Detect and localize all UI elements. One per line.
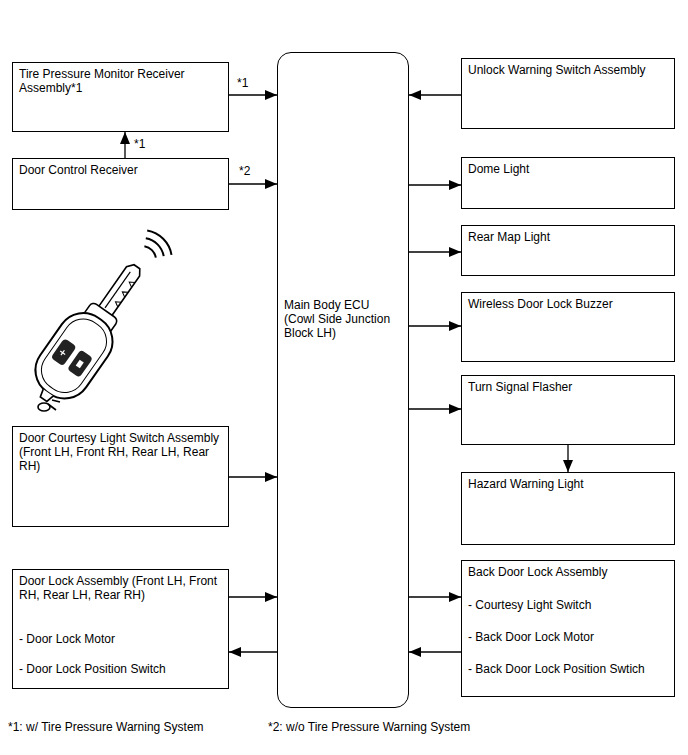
signal-arrow: [409, 651, 461, 652]
node-title: Dome Light: [468, 162, 668, 176]
node-item: - Door Lock Motor: [19, 632, 222, 646]
footnote: *2: w/o Tire Pressure Warning System: [268, 720, 470, 734]
node-title: Main Body ECU (Cowl Side Junction Block …: [284, 298, 402, 340]
ecu-box: Main Body ECU (Cowl Side Junction Block …: [277, 52, 409, 708]
node-item: - Door Lock Position Switch: [19, 662, 222, 676]
component-box: Door Control Receiver: [12, 158, 229, 210]
component-box: Rear Map Light: [461, 225, 675, 276]
signal-arrow: [409, 94, 461, 95]
signal-arrow: [567, 445, 568, 472]
node-title: Door Courtesy Light Switch Assembly (Fro…: [19, 431, 222, 473]
condition-mark: *1: [133, 138, 146, 151]
component-box: Wireless Door Lock Buzzer: [461, 292, 675, 362]
node-title: Back Door Lock Assembly: [468, 565, 668, 579]
component-box: Tire Pressure Monitor Receiver Assembly*…: [12, 62, 229, 132]
component-box: Unlock Warning Switch Assembly: [461, 58, 675, 129]
footnote: *1: w/ Tire Pressure Warning System: [8, 720, 204, 734]
node-title: Unlock Warning Switch Assembly: [468, 63, 668, 77]
key-ring: [38, 400, 60, 411]
signal-arrow: [409, 596, 461, 597]
signal-arrow: [229, 183, 277, 184]
signal-arrow: [409, 408, 461, 409]
node-item: - Back Door Lock Motor: [468, 630, 668, 644]
node-title: Wireless Door Lock Buzzer: [468, 297, 668, 311]
signal-arrow: [229, 94, 277, 95]
node-title: Hazard Warning Light: [468, 477, 668, 491]
component-box: Hazard Warning Light: [461, 472, 675, 545]
component-box: Door Lock Assembly (Front LH, Front RH, …: [12, 569, 229, 689]
component-box: Dome Light: [461, 157, 675, 209]
component-box: Back Door Lock Assembly - Courtesy Light …: [461, 560, 675, 697]
remote-key: [21, 250, 160, 415]
condition-mark: *1: [236, 77, 249, 90]
signal-arrow: [229, 651, 277, 652]
signal-arrow: [229, 476, 277, 477]
signal-arrow: [124, 132, 125, 158]
signal-arrow: [409, 251, 461, 252]
signal-arrow: [409, 184, 461, 185]
signal-arrow: [229, 596, 277, 597]
node-item: - Courtesy Light Switch: [468, 598, 668, 612]
node-title: Door Lock Assembly (Front LH, Front RH, …: [19, 574, 222, 602]
radio-waves: [144, 231, 171, 258]
node-title: Rear Map Light: [468, 230, 668, 244]
signal-arrow: [409, 325, 461, 326]
node-item: - Back Door Lock Position Swtich: [468, 662, 668, 676]
condition-mark: *2: [238, 165, 251, 178]
node-title: Door Control Receiver: [19, 163, 222, 177]
node-title: Turn Signal Flasher: [468, 380, 668, 394]
component-box: Door Courtesy Light Switch Assembly (Fro…: [12, 426, 229, 527]
component-box: Turn Signal Flasher: [461, 375, 675, 445]
node-title: Tire Pressure Monitor Receiver Assembly*…: [19, 67, 222, 95]
